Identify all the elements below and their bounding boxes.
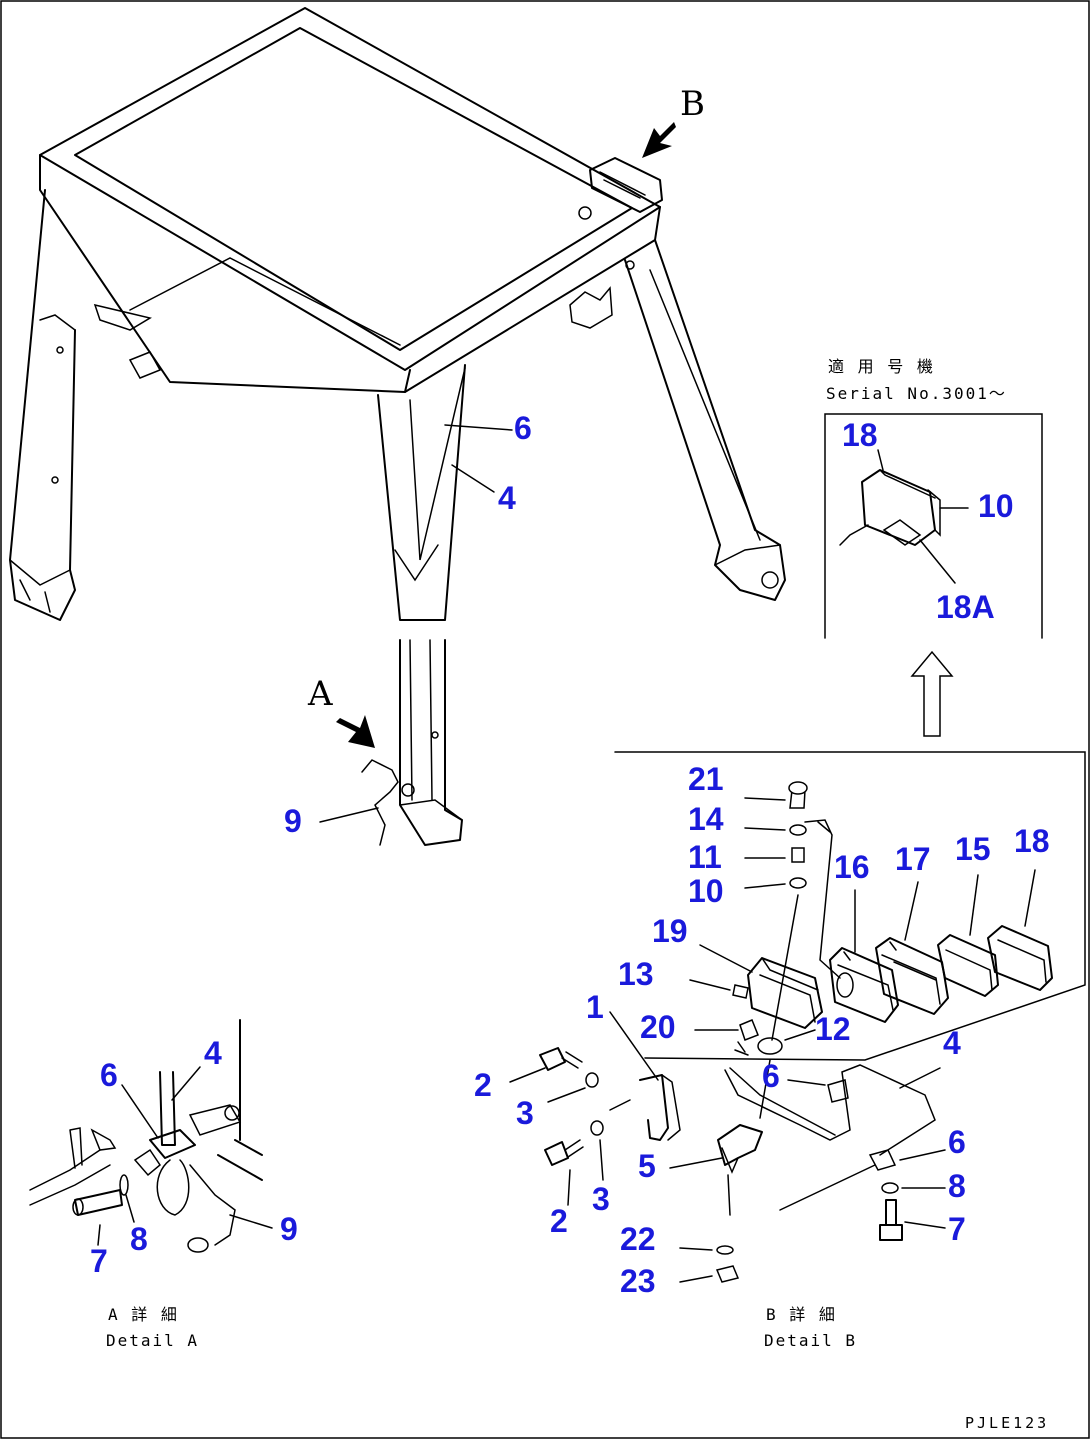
callout-db-12: 12: [815, 1011, 851, 1047]
detail-a-caption-en: Detail A: [106, 1331, 199, 1350]
callout-da-6: 6: [100, 1057, 118, 1093]
callout-serial-18: 18: [842, 417, 878, 453]
detail-a-drawing: [29, 1019, 273, 1253]
callout-da-9: 9: [280, 1211, 298, 1247]
callout-main-9: 9: [284, 803, 302, 839]
view-a-arrow: [336, 715, 375, 748]
callout-da-8: 8: [130, 1221, 148, 1257]
callout-db-2b: 2: [550, 1203, 568, 1239]
callout-db-11: 11: [688, 839, 722, 875]
view-b-arrow: [642, 122, 676, 158]
callout-db-10: 10: [688, 873, 724, 909]
view-letter-b: B: [680, 84, 705, 124]
callout-db-4: 4: [943, 1025, 961, 1061]
serial-caption-en: Serial No.3001～: [826, 384, 1007, 403]
callout-db-7: 7: [948, 1211, 966, 1247]
callout-db-5: 5: [638, 1148, 656, 1184]
callout-main-6: 6: [514, 410, 532, 446]
callout-db-17: 17: [895, 841, 931, 877]
work-lamp-serial: [839, 449, 969, 584]
serial-box: [824, 413, 1043, 639]
callout-da-4: 4: [204, 1035, 222, 1071]
callout-db-6a: 6: [762, 1058, 780, 1094]
callout-serial-18a: 18A: [936, 589, 995, 625]
callout-db-16: 16: [834, 849, 870, 885]
up-arrow: [910, 650, 954, 737]
callout-db-18: 18: [1014, 823, 1050, 859]
callout-db-13: 13: [618, 956, 654, 992]
callout-db-14: 14: [688, 801, 724, 837]
view-letter-a: A: [307, 674, 333, 714]
callout-db-22: 22: [620, 1221, 656, 1257]
callout-db-23: 23: [620, 1263, 656, 1299]
callout-db-1: 1: [586, 989, 604, 1025]
serial-caption-jp: 適 用 号 機: [828, 357, 935, 376]
callout-db-20: 20: [640, 1009, 676, 1045]
callout-db-21: 21: [688, 761, 724, 797]
callout-db-3a: 3: [516, 1095, 534, 1131]
callout-da-7: 7: [90, 1243, 108, 1279]
detail-b-caption-en: Detail B: [764, 1331, 857, 1350]
callout-main-4: 4: [498, 480, 516, 516]
callout-db-3b: 3: [592, 1181, 610, 1217]
callout-db-19: 19: [652, 913, 688, 949]
detail-b-caption-jp: B 詳 細: [766, 1305, 837, 1324]
detail-a-caption-jp: A 詳 細: [108, 1305, 179, 1324]
callout-db-6b: 6: [948, 1124, 966, 1160]
detail-b-drawing: [509, 781, 1053, 1283]
callout-db-8: 8: [948, 1168, 966, 1204]
callout-db-2a: 2: [474, 1067, 492, 1103]
drawing-code: PJLE123: [965, 1414, 1049, 1432]
canopy-frame: [9, 7, 786, 846]
callout-db-15: 15: [955, 831, 991, 867]
lamp-group-box: [614, 751, 1086, 1061]
callout-serial-10: 10: [978, 488, 1014, 524]
